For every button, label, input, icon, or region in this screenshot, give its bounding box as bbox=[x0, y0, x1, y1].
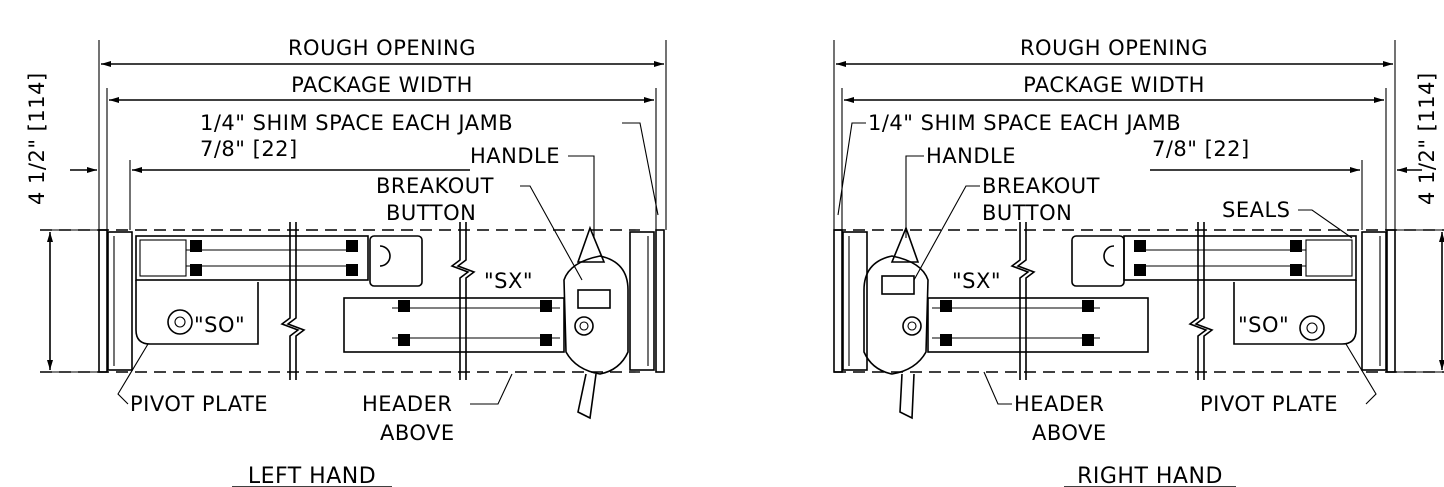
left-handle-leader bbox=[568, 155, 595, 238]
left-header-label-1: HEADER bbox=[362, 392, 452, 416]
right-seals-leader bbox=[1298, 209, 1353, 239]
right-header-label-2: ABOVE bbox=[1032, 421, 1107, 445]
left-breakout-label-2: BUTTON bbox=[386, 201, 476, 225]
left-shim-space-label: 1/4" SHIM SPACE EACH JAMB bbox=[200, 111, 513, 135]
right-depth-dim-label: 4 1/2" [114] bbox=[1415, 72, 1439, 205]
left-so-label: "SO" bbox=[194, 313, 245, 337]
right-package-width-label: PACKAGE WIDTH bbox=[1023, 73, 1205, 97]
left-rough-opening-label: ROUGH OPENING bbox=[288, 36, 476, 60]
right-pivot-leader bbox=[1345, 343, 1377, 405]
right-breakout-label-2: BUTTON bbox=[982, 201, 1072, 225]
left-break-line-2 bbox=[450, 222, 470, 380]
left-package-width-label: PACKAGE WIDTH bbox=[291, 73, 473, 97]
right-header-leader bbox=[983, 371, 1012, 405]
left-sx-label: "SX" bbox=[484, 269, 533, 293]
right-sx-label: "SX" bbox=[952, 269, 1001, 293]
left-header-label-2: ABOVE bbox=[380, 421, 455, 445]
right-pivot-plate-label: PIVOT PLATE bbox=[1200, 392, 1338, 416]
right-jamb-right bbox=[1386, 229, 1396, 373]
left-handle-label: HANDLE bbox=[470, 144, 560, 168]
right-fixed-panel-so bbox=[1071, 235, 1357, 345]
right-seals-label: SEALS bbox=[1222, 198, 1291, 222]
left-hand-title: LEFT HAND bbox=[248, 464, 376, 487]
left-frame-right bbox=[629, 231, 655, 371]
left-jamb-left bbox=[98, 229, 108, 373]
right-depth-dimension: 4 1/2" [114] bbox=[1388, 72, 1444, 373]
left-breakout-label-1: BREAKOUT bbox=[376, 174, 494, 198]
left-pivot-leader bbox=[117, 343, 149, 405]
left-operable-panel-sx bbox=[343, 225, 629, 420]
right-rough-opening-label: ROUGH OPENING bbox=[1020, 36, 1208, 60]
left-break-line-1 bbox=[280, 222, 300, 380]
left-depth-dim-label: 4 1/2" [114] bbox=[25, 72, 49, 205]
right-offset-label: 7/8" [22] bbox=[1152, 137, 1250, 161]
left-offset-label: 7/8" [22] bbox=[200, 137, 298, 161]
right-hand-detail: 4 1/2" [114] ROUGH OPENING PACKAGE WIDTH… bbox=[833, 36, 1444, 487]
right-shim-space-label: 1/4" SHIM SPACE EACH JAMB bbox=[868, 111, 1181, 135]
right-hand-title: RIGHT HAND bbox=[1077, 464, 1223, 487]
right-shim-leader bbox=[837, 122, 866, 216]
right-header-label-1: HEADER bbox=[1014, 392, 1104, 416]
left-jamb-right bbox=[655, 229, 665, 373]
right-breakout-leader bbox=[913, 185, 980, 281]
left-frame-left bbox=[107, 231, 133, 371]
right-breakout-label-1: BREAKOUT bbox=[982, 174, 1100, 198]
left-fixed-panel-so bbox=[135, 235, 423, 345]
right-so-label: "SO" bbox=[1238, 313, 1289, 337]
right-jamb-left bbox=[833, 229, 843, 373]
right-handle-leader bbox=[905, 155, 924, 238]
right-operable-panel-sx bbox=[863, 225, 1149, 420]
right-handle-label: HANDLE bbox=[926, 144, 1016, 168]
left-breakout-leader bbox=[520, 185, 583, 281]
left-header-leader bbox=[470, 373, 513, 405]
left-hand-detail: 4 1/2" [114] ROUGH OPENING PACKAGE WIDTH… bbox=[25, 36, 667, 487]
left-pivot-plate-label: PIVOT PLATE bbox=[130, 392, 268, 416]
left-shim-leader bbox=[622, 122, 659, 216]
left-depth-dimension: 4 1/2" [114] bbox=[25, 72, 105, 373]
